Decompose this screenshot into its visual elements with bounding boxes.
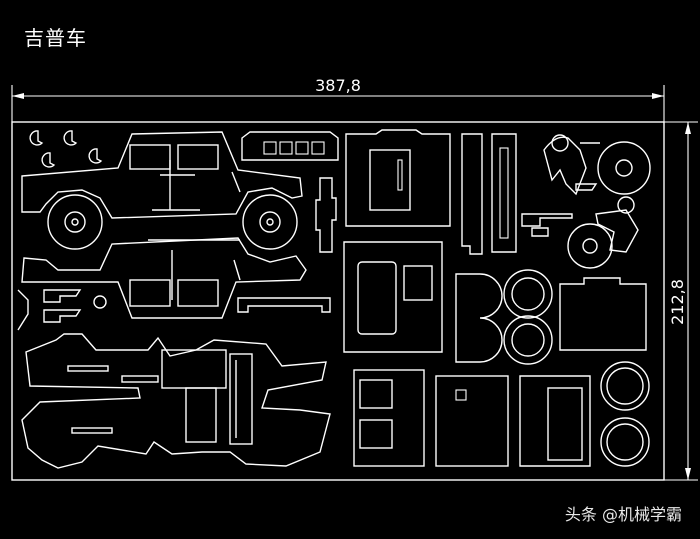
- jeep-side-panel-lower: [21, 237, 331, 319]
- small-gear-parts: [29, 130, 103, 168]
- grille-part: [241, 131, 339, 161]
- drawing-title: 吉普车: [24, 26, 87, 50]
- height-dimension: 212,8: [664, 121, 698, 481]
- soldier-figures: [521, 134, 651, 269]
- sheet-border: [11, 121, 665, 481]
- seat-parts: [353, 369, 591, 467]
- windshield-frame: [343, 241, 443, 353]
- width-dimension-label: 387,8: [315, 76, 361, 95]
- watermark-text: 头条 @机械学霸: [564, 505, 682, 524]
- height-dimension-label: 212,8: [668, 279, 687, 325]
- jeep-side-panel-upper: [21, 131, 303, 250]
- spare-tires: [503, 269, 553, 365]
- axle-strip: [315, 177, 337, 253]
- slotted-rails: [461, 133, 517, 255]
- width-dimension: 387,8: [11, 76, 665, 122]
- small-hooks: [17, 289, 107, 331]
- tailgate-panel: [559, 277, 647, 351]
- door-panel: [345, 129, 451, 227]
- b-bracket: [455, 273, 503, 363]
- wheel-rims: [600, 361, 650, 467]
- chassis-floor-part: [21, 333, 331, 469]
